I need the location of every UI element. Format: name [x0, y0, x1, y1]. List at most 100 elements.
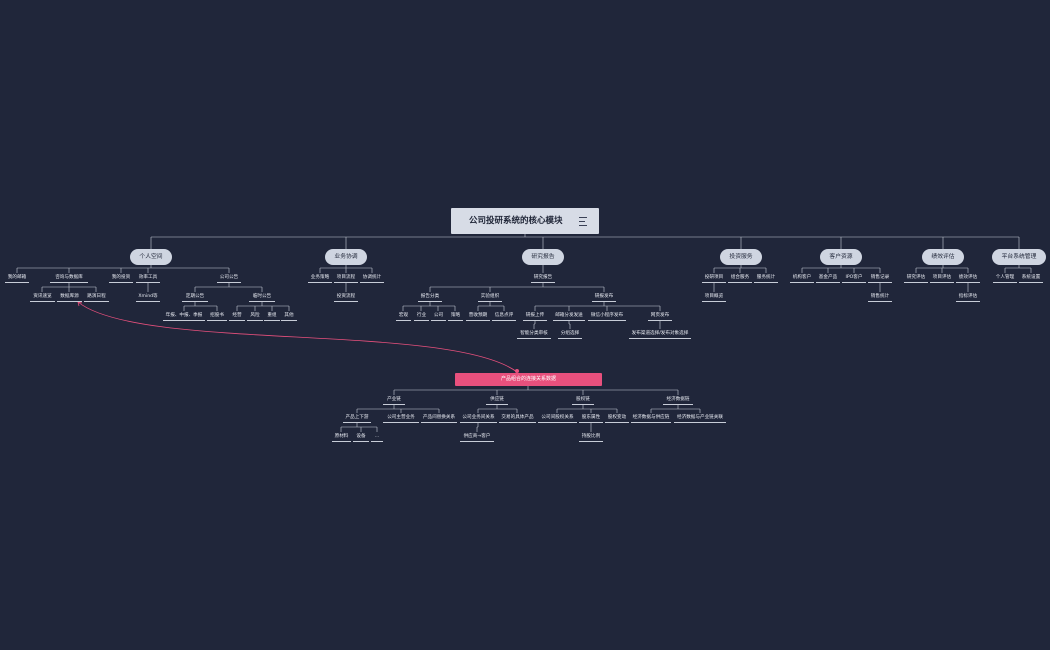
leaf-econ-industry[interactable]: 经济数据与产业链关联: [674, 413, 726, 423]
leaf-project-eval[interactable]: 项目评估: [930, 273, 954, 283]
leaf-wechat-publish[interactable]: 微信小程序发布: [588, 311, 626, 321]
leaf-business-strategy[interactable]: 业务策略: [308, 273, 332, 283]
leaf-economic-data-chain[interactable]: 经济数据链: [663, 395, 693, 405]
leaf-research-report[interactable]: 研究报告: [531, 273, 555, 283]
menu-lines-icon[interactable]: [579, 217, 587, 226]
equity-chain-connector: [556, 405, 618, 413]
leaf-temporary-announcement[interactable]: 临时公告: [249, 292, 275, 302]
leaf-periodic-announcement[interactable]: 定期公告: [182, 292, 208, 302]
leaf-indicator-eval[interactable]: 指标评估: [956, 292, 980, 302]
industry-chain-connector: [356, 405, 440, 413]
leaf-research-eval[interactable]: 研究评估: [904, 273, 928, 283]
leaf-project-flow[interactable]: 项目流程: [334, 273, 358, 283]
leaf-equity-chain[interactable]: 股权链: [572, 395, 594, 405]
leaf-sales-stats[interactable]: 销售统计: [868, 292, 892, 302]
leaf-ipo-client[interactable]: IPO客户: [842, 273, 866, 283]
leaf-service-stats[interactable]: 服务统计: [754, 273, 778, 283]
module-business-coordination[interactable]: 业务协调: [325, 249, 367, 265]
module-personal-space[interactable]: 个人空间: [130, 249, 172, 265]
relation-connector: [476, 423, 479, 432]
leaf-project-overview[interactable]: 项目概览: [702, 292, 726, 302]
leaf-fund-product[interactable]: 基金产品: [816, 273, 840, 283]
leaf-personal-management[interactable]: 个人管理: [993, 273, 1017, 283]
upload-connector: [533, 321, 536, 329]
leaf-supply-chain[interactable]: 供应链: [486, 395, 508, 405]
updown-connector: [340, 423, 378, 432]
leaf-industry-chain[interactable]: 产业链: [383, 395, 405, 405]
leaf-experiment-org[interactable]: 实验组织: [478, 292, 502, 302]
leaf-econ-supply[interactable]: 经济数据与供应链: [631, 413, 671, 423]
module-client-resources[interactable]: 客户资源: [820, 249, 862, 265]
leaf-database-source[interactable]: 数据库源: [57, 292, 82, 302]
leaf-equity-relation[interactable]: 公司间股权关系: [538, 413, 577, 423]
supply-chain-connector: [477, 405, 518, 413]
leaf-supplier-client[interactable]: 供应商→客户: [460, 432, 494, 442]
leaf-ellipsis[interactable]: ...: [371, 432, 383, 442]
info-connector: [41, 283, 97, 292]
leaf-operation[interactable]: 经营: [229, 311, 245, 321]
leaf-info-comment[interactable]: 信息点评: [492, 311, 516, 321]
leaf-portfolio-service[interactable]: 组合服务: [728, 273, 752, 283]
service-connector: [713, 265, 767, 273]
leaf-risk[interactable]: 风险: [247, 311, 263, 321]
leaf-shareholder-attribute[interactable]: 股东属性: [579, 413, 603, 423]
leaf-revenue-forecast[interactable]: 营收预期: [466, 311, 490, 321]
module-performance-evaluation[interactable]: 绩效评估: [922, 249, 964, 265]
report-sub-connector: [429, 283, 605, 292]
leaf-product-updown[interactable]: 产品上下游: [343, 413, 371, 423]
leaf-report-upload[interactable]: 研报上传: [523, 311, 547, 321]
leaf-performance-eval[interactable]: 绩效评估: [956, 273, 980, 283]
leaf-smart-review[interactable]: 智能分类审核: [517, 329, 551, 339]
relationship-link-handle[interactable]: [515, 369, 519, 373]
leaf-research-project[interactable]: 投研项目: [702, 273, 726, 283]
leaf-institution-client[interactable]: 机构客户: [790, 273, 814, 283]
leaf-roadshow-schedule[interactable]: 路演日程: [84, 292, 109, 302]
platform-connector: [1004, 265, 1032, 273]
root-topic[interactable]: 公司投研系统的核心模块: [451, 208, 599, 234]
leaf-my-investment[interactable]: 我的投资: [109, 273, 133, 283]
leaf-raw-material[interactable]: 原材料: [332, 432, 351, 442]
leaf-company[interactable]: 公司: [431, 311, 446, 321]
leaf-sales-record[interactable]: 销售记录: [868, 273, 892, 283]
leaf-coordination-stats[interactable]: 协调统计: [360, 273, 384, 283]
leaf-company-announcement[interactable]: 公司公告: [217, 273, 241, 283]
relationship-arrow-icon: [77, 301, 83, 307]
leaf-industry[interactable]: 行业: [414, 311, 429, 321]
leaf-email-distribute[interactable]: 邮箱分发发送: [553, 311, 585, 321]
temporary-connector: [236, 302, 290, 311]
leaf-group-select[interactable]: 分组选择: [558, 329, 582, 339]
publish-connector: [534, 302, 661, 311]
leaf-xmind[interactable]: Xmind等: [136, 292, 160, 302]
leaf-equipment[interactable]: 设备: [353, 432, 369, 442]
leaf-other[interactable]: 其他: [281, 311, 297, 321]
leaf-investment-flow[interactable]: 投资流程: [334, 292, 358, 302]
hub-topic[interactable]: 产品组合的连接关系数据: [455, 373, 602, 386]
leaf-macro[interactable]: 宏观: [396, 311, 411, 321]
leaf-prospectus[interactable]: 招股书: [207, 311, 227, 321]
personal-connector: [16, 265, 230, 273]
leaf-strategy[interactable]: 策略: [448, 311, 463, 321]
root-connector: [150, 234, 1020, 249]
module-platform-management[interactable]: 平台系统管理: [992, 249, 1046, 265]
module-investment-service[interactable]: 投资服务: [720, 249, 762, 265]
leaf-report-publish[interactable]: 研报发布: [592, 292, 616, 302]
leaf-channel-select[interactable]: 发布渠道选择/发布对象选择: [629, 329, 691, 339]
leaf-product-substitute[interactable]: 产品间替换关系: [421, 413, 457, 423]
leaf-traded-products[interactable]: 交易的具体产品: [499, 413, 536, 423]
leaf-share-ratio[interactable]: 持股比例: [579, 432, 603, 442]
module-research-report[interactable]: 研究报告: [522, 249, 564, 265]
leaf-news-overview[interactable]: 资讯速览: [30, 292, 55, 302]
leaf-annual-report[interactable]: 年报、中报、季报: [163, 311, 205, 321]
leaf-equity-change[interactable]: 股权变动: [605, 413, 629, 423]
leaf-company-business-relation[interactable]: 公司业务间关系: [460, 413, 497, 423]
leaf-my-mailbox[interactable]: 我的邮箱: [5, 273, 29, 283]
leaf-main-business[interactable]: 公司主营业务: [383, 413, 419, 423]
leaf-efficiency-tools[interactable]: 效率工具: [136, 273, 160, 283]
leaf-web-publish[interactable]: 网页发布: [648, 311, 672, 321]
leaf-system-settings[interactable]: 系统设置: [1019, 273, 1043, 283]
leaf-info-database[interactable]: 咨询与数据库: [50, 273, 88, 283]
leaf-report-category[interactable]: 报告分类: [418, 292, 442, 302]
leaf-restructure[interactable]: 重组: [264, 311, 280, 321]
